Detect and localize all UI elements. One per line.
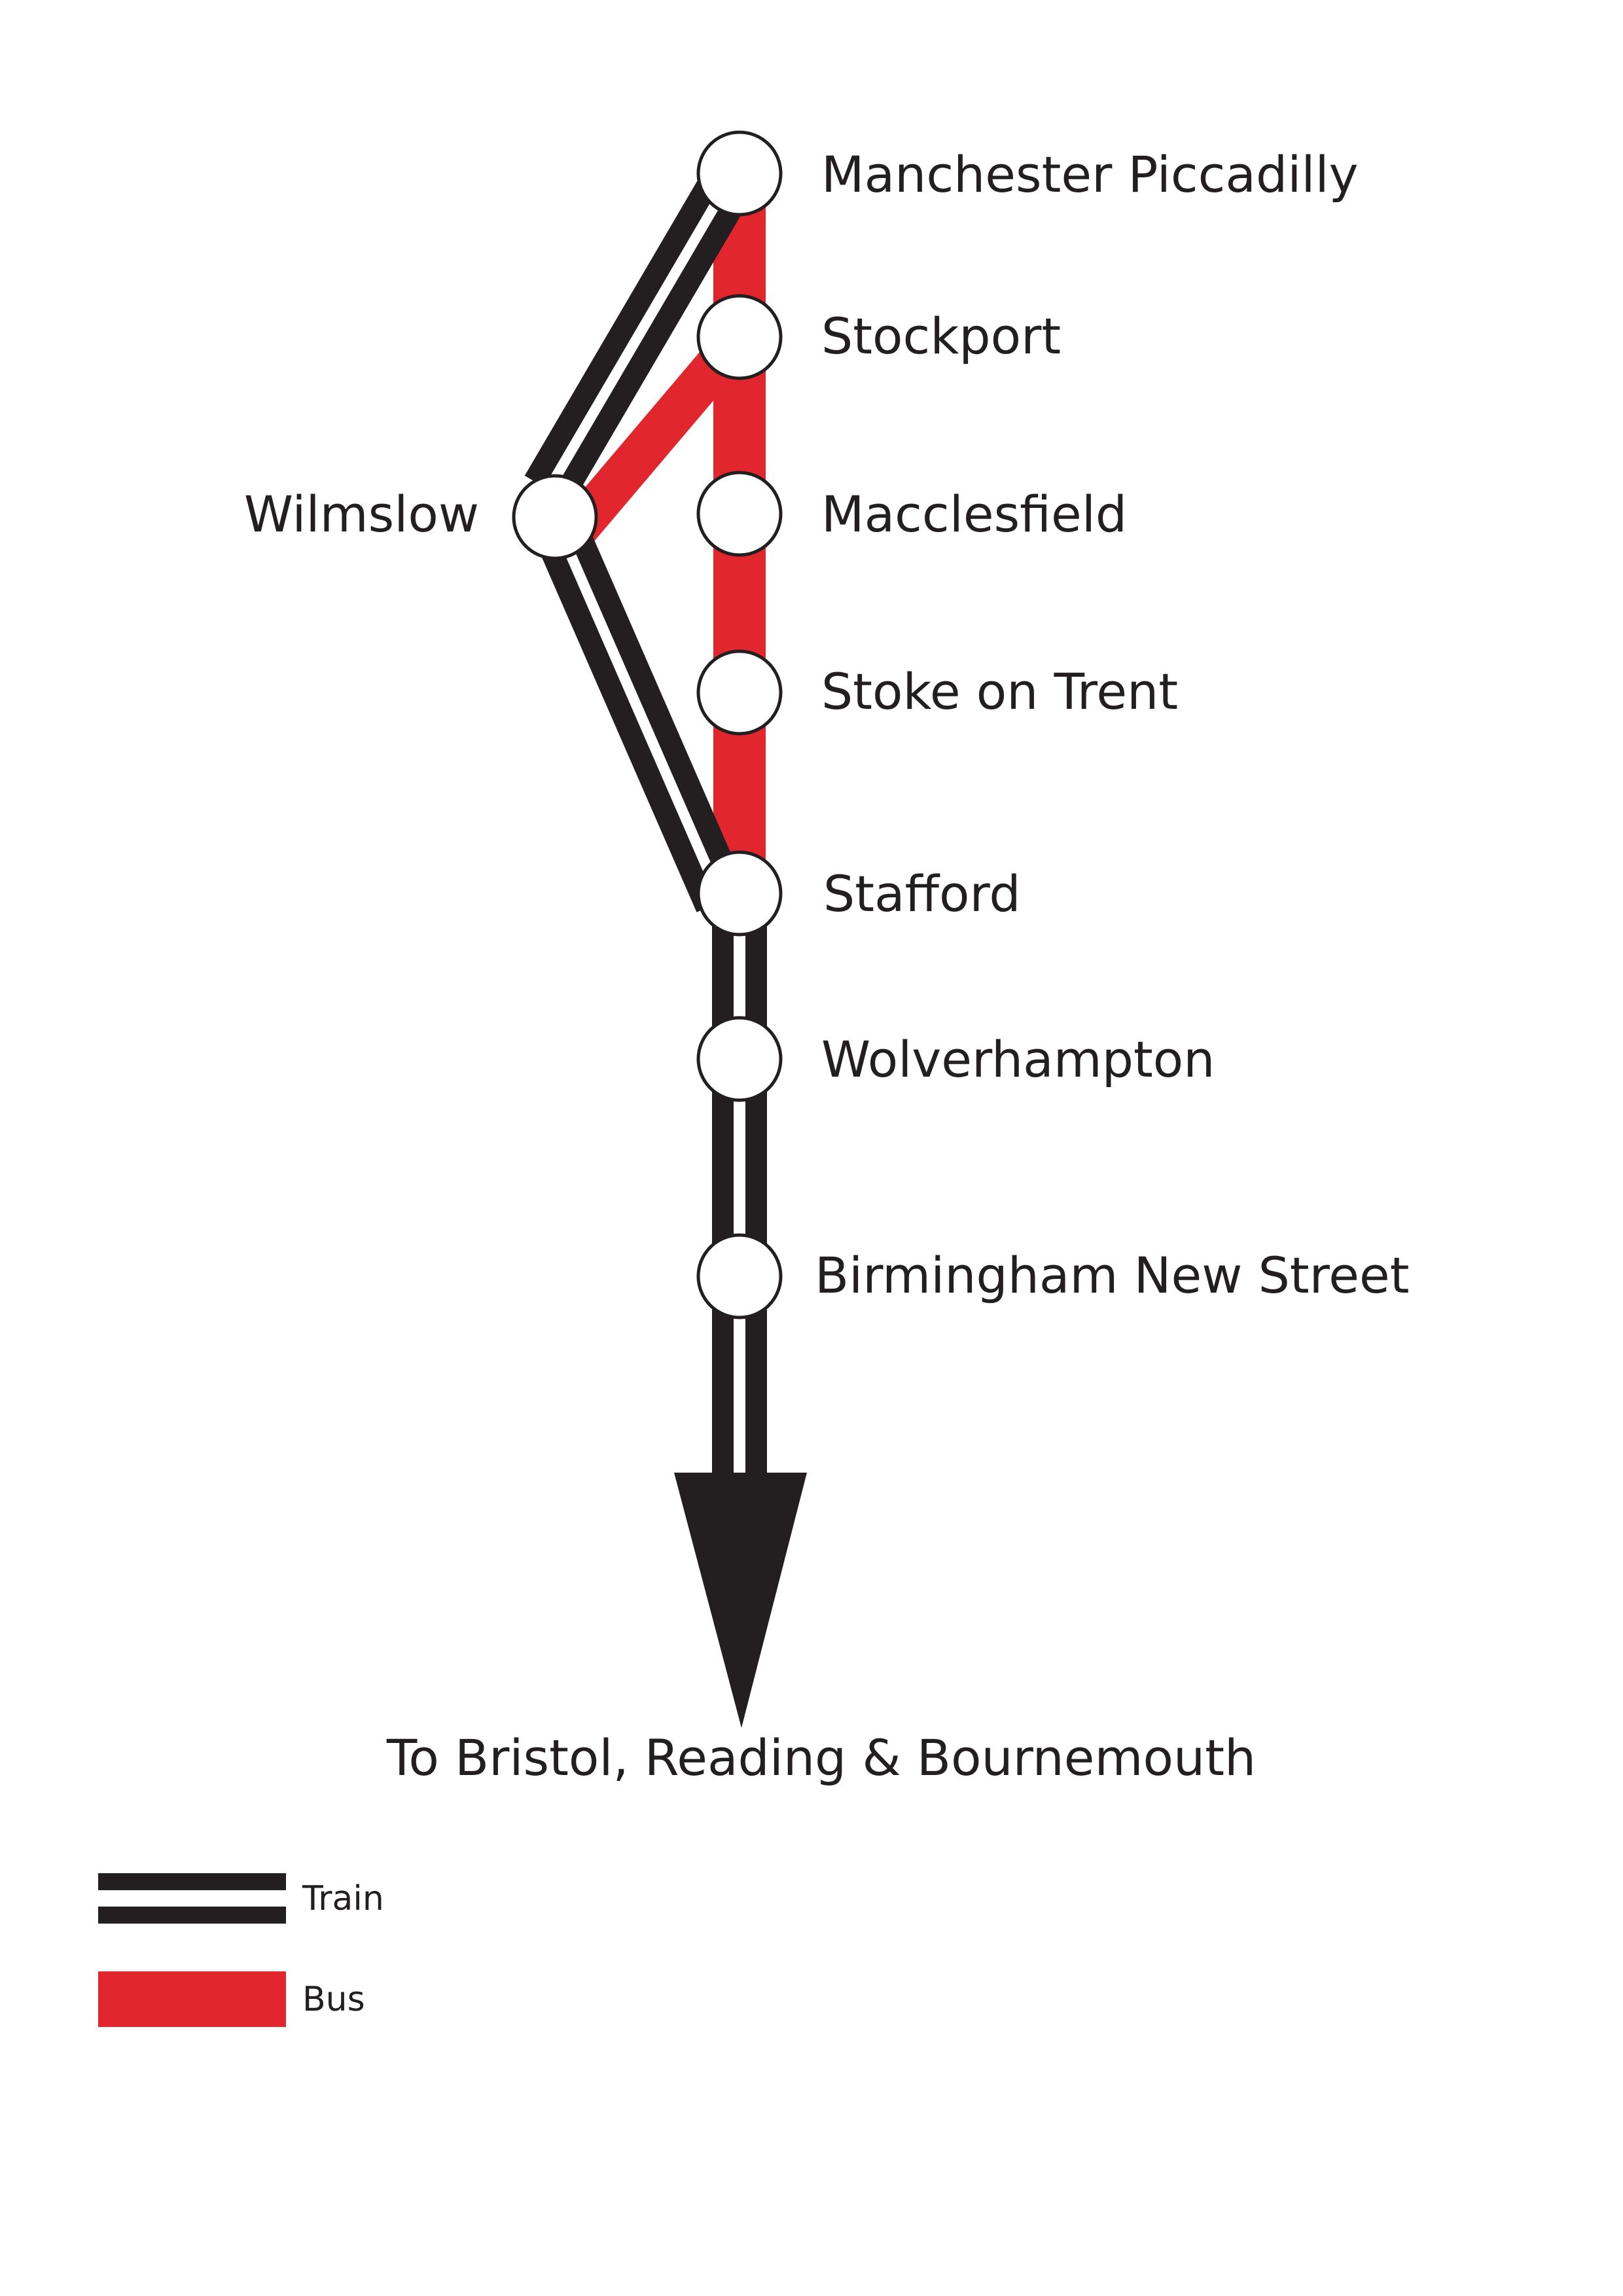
legend-train-label: Train — [302, 1879, 384, 1918]
station-label-macclesfield: Macclesfield — [821, 485, 1127, 543]
train-segment-manchester-wilmslow — [524, 177, 747, 504]
station-marker-manchester-piccadilly[interactable] — [696, 130, 783, 217]
legend-bus-label: Bus — [302, 1980, 365, 2019]
arrow-head-icon — [674, 1473, 807, 1728]
bus-segment-stockport-wilmslow — [558, 343, 740, 547]
station-marker-stafford[interactable] — [696, 850, 783, 937]
station-marker-wolverhampton[interactable] — [696, 1016, 783, 1102]
legend: Train Bus — [98, 1873, 384, 2027]
station-marker-wilmslow[interactable] — [512, 474, 598, 560]
station-labels: Manchester Piccadilly Stockport Wilmslow… — [244, 145, 1410, 1304]
station-label-birmingham-new-street: Birmingham New Street — [815, 1246, 1410, 1304]
train-segment-wilmslow-stafford — [537, 526, 747, 912]
station-label-stoke-on-trent: Stoke on Trent — [821, 662, 1178, 721]
station-label-stafford: Stafford — [823, 865, 1021, 923]
station-marker-stoke-on-trent[interactable] — [696, 649, 783, 736]
station-label-wolverhampton: Wolverhampton — [821, 1030, 1215, 1088]
station-label-manchester-piccadilly: Manchester Piccadilly — [821, 145, 1359, 204]
stations — [512, 130, 783, 1319]
station-label-wilmslow: Wilmslow — [244, 485, 479, 543]
station-marker-stockport[interactable] — [696, 294, 783, 380]
station-marker-macclesfield[interactable] — [696, 471, 783, 557]
destination-label: To Bristol, Reading & Bournemouth — [386, 1729, 1256, 1787]
station-label-stockport: Stockport — [821, 307, 1061, 365]
legend-bus-swatch — [98, 1971, 286, 2027]
legend-train-swatch — [98, 1873, 286, 1924]
station-marker-birmingham-new-street[interactable] — [696, 1233, 783, 1319]
